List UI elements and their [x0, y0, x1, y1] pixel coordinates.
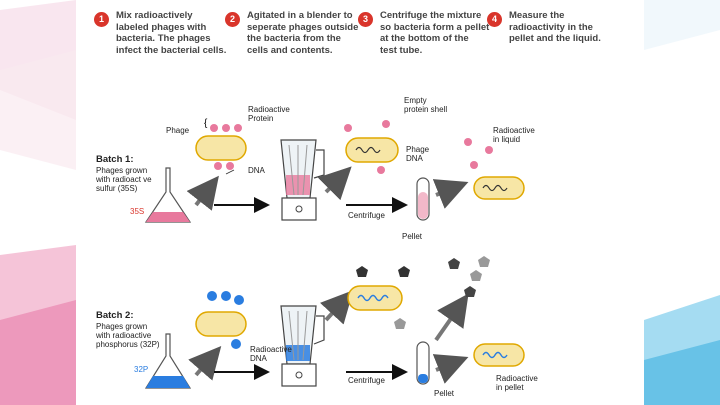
infected-bacterium-batch2: [347, 266, 410, 329]
infected-bacterium-batch1: [344, 120, 399, 174]
step-1-text: Mix radioactively labeled phages with ba…: [116, 10, 227, 56]
batch1-title: Batch 1:: [96, 154, 134, 165]
label-dna: DNA: [248, 166, 265, 175]
hershey-chase-diagram: {: [144, 118, 525, 389]
svg-text:{: {: [204, 118, 208, 129]
step-3-number: 3: [358, 12, 373, 27]
step-4: 4 Measure the radioactivity in the pelle…: [487, 10, 612, 70]
label-empty-shell: Empty protein shell: [404, 96, 448, 114]
label-pellet-batch1: Pellet: [402, 232, 423, 241]
label-phage: Phage: [166, 126, 190, 135]
bacterium-with-phages-batch2: [195, 291, 247, 349]
batch2-desc: Phages grown with radioactive phosphorus…: [96, 322, 160, 349]
label-radioactive-liquid: Radioactive in liquid: [493, 126, 535, 144]
step-3: 3 Centrifuge the mixture so bacteria for…: [358, 10, 494, 70]
label-centrifuge-batch1: Centrifuge: [348, 211, 385, 220]
step-4-text: Measure the radioactivity in the pellet …: [509, 10, 601, 44]
batch1-desc: Phages grown with radioact ve sulfur (35…: [96, 166, 152, 193]
label-pellet-batch2: Pellet: [434, 389, 455, 398]
label-centrifuge-batch2: Centrifuge: [348, 376, 385, 385]
step-1: 1 Mix radioactively labeled phages with …: [94, 10, 230, 70]
results-batch2: [448, 256, 525, 367]
flask-batch2: [144, 333, 192, 389]
label-radioactive-pellet: Radioactive in pellet: [496, 374, 538, 392]
step-3-text: Centrifuge the mixture so bacteria form …: [380, 10, 490, 56]
batch2-flask-label: 32P: [134, 365, 149, 374]
step-2-number: 2: [225, 12, 240, 27]
step-2: 2 Agitated in a blender to seperate phag…: [225, 10, 361, 70]
label-radioactive-dna: Radioactive DNA: [250, 345, 292, 363]
step-1-number: 1: [94, 12, 109, 27]
label-radioactive-protein: Radioactive Protein: [248, 105, 290, 123]
batch2-title: Batch 2:: [96, 310, 134, 321]
test-tube-batch2: [416, 341, 430, 385]
results-batch1: [464, 138, 525, 200]
step-4-number: 4: [487, 12, 502, 27]
blender-batch1: [280, 139, 325, 221]
batch1-flask-label: 35S: [130, 207, 145, 216]
test-tube-batch1: [416, 177, 430, 221]
flask-batch1: [144, 167, 192, 223]
label-phage-dna: Phage DNA: [406, 145, 430, 163]
bacterium-with-phages-batch1: {: [195, 118, 247, 170]
step-2-text: Agitated in a blender to seperate phages…: [247, 10, 359, 56]
